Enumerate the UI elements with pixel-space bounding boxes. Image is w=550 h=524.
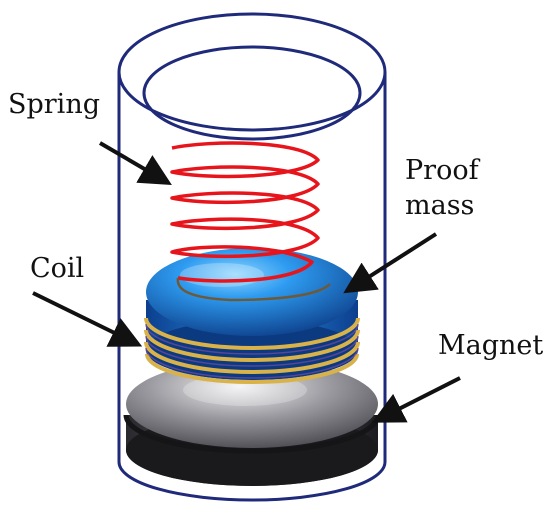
tube-inner-rim bbox=[142, 45, 362, 141]
proof-mass-arrow bbox=[343, 232, 438, 294]
proof-mass bbox=[146, 248, 358, 380]
spring-label: Spring bbox=[8, 89, 100, 120]
spring bbox=[170, 141, 331, 302]
arrows bbox=[32, 141, 461, 423]
magnet-label: Magnet bbox=[438, 330, 543, 361]
magnet-arrow bbox=[371, 376, 461, 423]
cylinder-tube bbox=[117, 12, 387, 502]
proof-mass-label-line1: Proof bbox=[405, 155, 481, 186]
coil-label: Coil bbox=[30, 253, 84, 284]
proof-mass-label-line2: mass bbox=[405, 190, 474, 221]
spring-arrow bbox=[98, 141, 172, 186]
coil bbox=[144, 317, 360, 384]
coil-arrow bbox=[32, 291, 143, 347]
